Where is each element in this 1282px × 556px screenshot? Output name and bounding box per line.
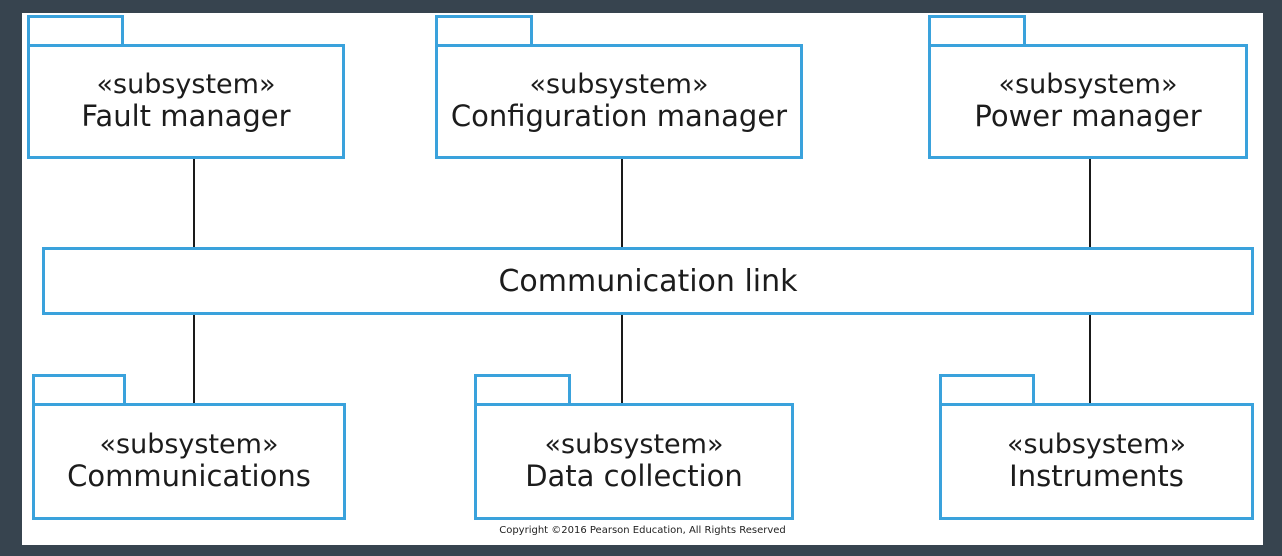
package-tab-fault-manager [27,15,124,46]
package-name: Fault manager [81,99,291,134]
package-stereotype: «subsystem» [1007,428,1186,460]
package-tab-communications [32,374,126,405]
package-stereotype: «subsystem» [544,428,724,460]
package-stereotype: «subsystem» [998,68,1178,100]
connector-communications [193,313,195,406]
package-stereotype: «subsystem» [99,428,279,460]
package-tab-instruments [939,374,1035,405]
connector-power-manager [1089,158,1091,250]
package-tab-power-manager [928,15,1026,46]
package-power-manager: «subsystem» Power manager [928,44,1248,159]
package-name: Data collection [525,459,743,494]
package-tab-data-collection [474,374,571,405]
communication-link-label: Communication link [498,263,798,299]
package-name: Communications [67,459,311,494]
package-stereotype: «subsystem» [96,68,276,100]
communication-link-bar: Communication link [42,247,1254,315]
connector-data-collection [621,313,623,406]
copyright-notice: Copyright ©2016 Pearson Education, All R… [499,525,786,536]
diagram-canvas: «subsystem» Fault manager «subsystem» Co… [22,13,1263,545]
package-name: Instruments [1009,459,1184,494]
package-stereotype: «subsystem» [529,68,709,100]
package-configuration-manager: «subsystem» Configuration manager [435,44,803,159]
package-name: Power manager [974,99,1202,134]
package-instruments: «subsystem» Instruments [939,403,1254,520]
package-name: Configuration manager [450,99,788,134]
package-fault-manager: «subsystem» Fault manager [27,44,345,159]
connector-instruments [1089,313,1091,406]
package-tab-configuration-manager [435,15,533,46]
connector-fault-manager [193,158,195,250]
connector-configuration-manager [621,158,623,250]
package-data-collection: «subsystem» Data collection [474,403,794,520]
package-communications: «subsystem» Communications [32,403,346,520]
